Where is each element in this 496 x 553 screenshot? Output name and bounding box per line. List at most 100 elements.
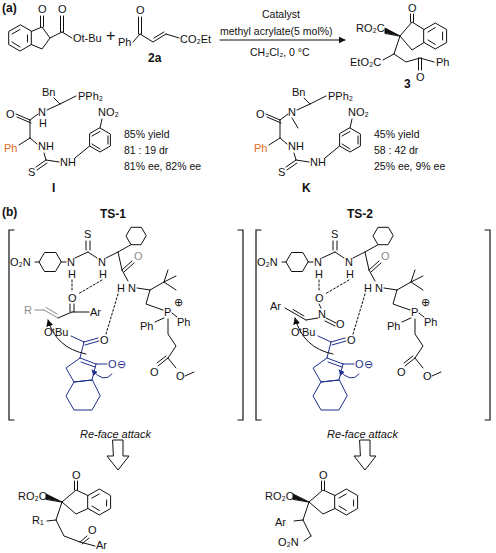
compound-number: 3 — [404, 78, 411, 90]
atom-label: O — [319, 469, 328, 481]
atom-label: N — [98, 256, 106, 268]
compound-number: 2a — [148, 52, 161, 64]
ts-label: TS-1 — [100, 208, 126, 220]
atom-label: ⊕ — [174, 296, 183, 308]
atom-label: NH — [310, 156, 326, 168]
atom-label: O⊖ — [108, 358, 126, 370]
atom-label: O — [408, 2, 417, 14]
atom-label: Ar — [96, 539, 107, 551]
atom-label: H — [39, 117, 47, 129]
atom-label: O₂N — [10, 256, 31, 268]
atom-label: O — [381, 250, 390, 262]
atom-label: NO₂ — [348, 106, 369, 118]
panel-label: (a) — [2, 2, 17, 14]
atom-label: N — [67, 256, 75, 268]
atom-label: O — [68, 292, 77, 304]
atom-label: OᵗBu — [44, 326, 68, 338]
atom-label: Ar — [270, 300, 281, 312]
reagent-label: CH₂Cl₂, 0 °C — [250, 46, 310, 58]
atom-label: EtO₂C — [350, 56, 381, 68]
atom-label: O — [100, 334, 109, 346]
atom-label: N — [314, 256, 322, 268]
atom-label: S — [278, 166, 285, 178]
atom-label: S — [84, 228, 91, 240]
atom-label: R₁ — [32, 514, 44, 526]
atom-label: O₂N — [257, 256, 278, 268]
compound-number: K — [302, 182, 311, 194]
atom-label: N — [318, 308, 326, 320]
atom-label: Ph — [436, 56, 449, 68]
atom-label: Ar — [90, 306, 101, 318]
atom-label: N — [345, 256, 353, 268]
atom-label: R — [24, 304, 32, 316]
atom-label: N — [128, 282, 136, 294]
atom-label: RO₂C — [265, 490, 294, 502]
atom-label: O — [150, 366, 159, 378]
atom-label: H — [346, 268, 354, 280]
atom-label: S — [28, 166, 35, 178]
result-text: 25% ee, 9% ee — [374, 160, 445, 172]
atom-label: O — [315, 292, 324, 304]
panel-label: (b) — [2, 206, 17, 218]
atom-label: PPh₂ — [328, 90, 353, 102]
atom-label: NH — [60, 156, 76, 168]
atom-label: O — [72, 469, 81, 481]
atom-label: H — [117, 282, 125, 294]
atom-label: O — [423, 370, 432, 382]
atom-label: O⊖ — [355, 358, 373, 370]
atom-label: RO₂C — [356, 22, 385, 34]
atom-label: O — [256, 108, 265, 120]
atom-label: O — [58, 3, 67, 15]
atom-label: CO₂Et — [180, 33, 211, 45]
atom-label: OᵗBu — [291, 326, 315, 338]
atom-label: O — [347, 334, 356, 346]
reagent-label: methyl acrylate(5 mol%) — [220, 25, 333, 37]
atom-label: Bn — [292, 86, 305, 98]
atom-label: P — [164, 306, 171, 318]
atom-label: O — [336, 318, 345, 330]
atom-label: PPh₂ — [78, 90, 103, 102]
atom-label: O — [176, 370, 185, 382]
atom-label: RO₂C — [18, 490, 47, 502]
atom-label: Ph — [254, 142, 267, 154]
compound-number: I — [52, 182, 55, 194]
atom-label: O — [416, 71, 425, 83]
atom-label: N — [38, 106, 46, 118]
atom-label: NO₂ — [98, 106, 119, 118]
atom-label: O — [136, 4, 145, 16]
atom-label: S — [331, 228, 338, 240]
atom-label: H — [315, 268, 323, 280]
atom-label: ⊕ — [421, 296, 430, 308]
atom-label: H — [99, 268, 107, 280]
atom-label: N — [375, 282, 383, 294]
atom-label: O — [38, 3, 47, 15]
atom-label: Ot-Bu — [73, 32, 102, 44]
atom-label: NH — [38, 140, 54, 152]
atom-label: O — [88, 524, 97, 536]
atom-label: Ph — [140, 320, 153, 332]
atom-label: O — [134, 250, 143, 262]
atom-label: O — [6, 108, 15, 120]
atom-label: P — [411, 306, 418, 318]
atom-label: Ph — [387, 320, 400, 332]
atom-label: H — [364, 282, 372, 294]
atom-label: O — [397, 366, 406, 378]
atom-label: Ph — [118, 36, 131, 48]
note: Re-face attack — [327, 428, 398, 440]
reagent-label: Catalyst — [262, 8, 300, 20]
atom-label: Ar — [275, 516, 286, 528]
plus-sign: + — [106, 28, 115, 44]
atom-label: H — [68, 268, 76, 280]
result-text: 81 : 19 dr — [124, 144, 168, 156]
result-text: 58 : 42 dr — [374, 144, 418, 156]
note: Re-face attack — [80, 428, 151, 440]
ts-label: TS-2 — [347, 208, 373, 220]
atom-label: Bn — [42, 86, 55, 98]
atom-label: N — [288, 106, 296, 118]
result-text: 81% ee, 82% ee — [124, 160, 201, 172]
atom-label: Ph — [424, 316, 437, 328]
atom-label: Ph — [177, 316, 190, 328]
atom-label: NH — [288, 140, 304, 152]
atom-label: Ph — [4, 142, 17, 154]
